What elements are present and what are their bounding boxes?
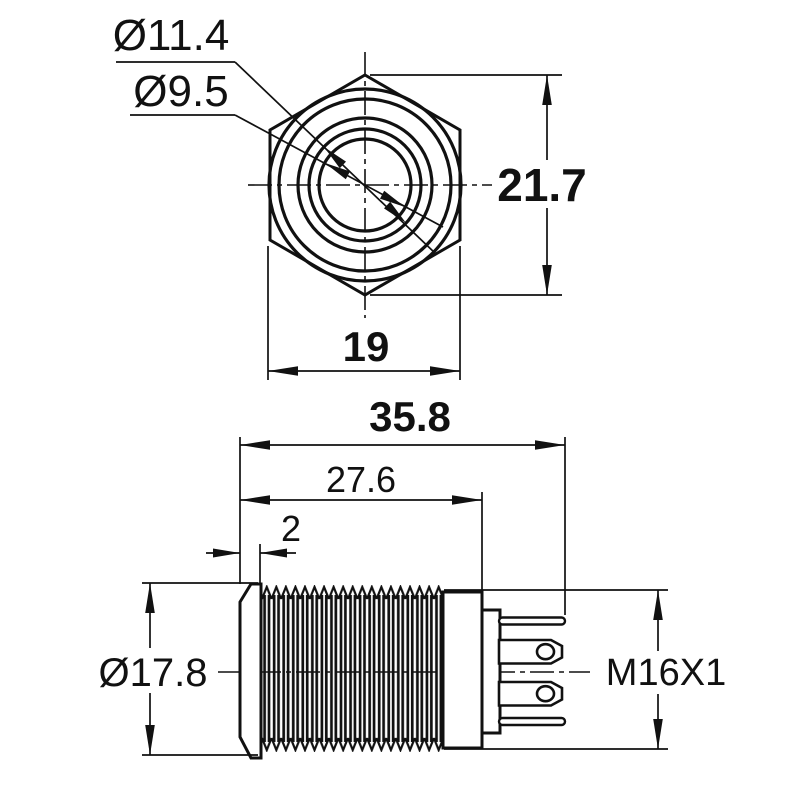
dim-thread-spec: M16X1 xyxy=(444,589,736,750)
dim-dia-9-5: Ø9.5 xyxy=(130,67,444,228)
dim-body-length: 27.6 xyxy=(240,459,483,592)
dim-bezel-diameter: Ø17.8 xyxy=(92,582,258,756)
dim-label-m16x1: M16X1 xyxy=(606,652,726,694)
circle-led-ring xyxy=(307,127,423,243)
dim-dia-11-4: Ø11.4 xyxy=(113,11,437,255)
dim-across-flats: 19 xyxy=(267,246,461,380)
threaded-body xyxy=(262,585,443,752)
terminal-pins xyxy=(497,616,567,727)
button-face-circles xyxy=(267,87,463,283)
side-view: 35.8 27.6 2 Ø17.8 xyxy=(92,393,736,760)
lug-upper-hole xyxy=(535,642,556,661)
dim-across-corners: 21.7 xyxy=(370,74,593,296)
circle-cap-edge xyxy=(296,116,434,254)
dim-label-19: 19 xyxy=(343,323,390,370)
pin-top xyxy=(497,616,567,626)
pin-bottom xyxy=(497,716,567,727)
rear-housing xyxy=(441,590,484,750)
top-view: Ø11.4 Ø9.5 21.7 19 xyxy=(113,11,593,380)
dim-bezel-thickness: 2 xyxy=(206,508,301,584)
circle-button-top xyxy=(317,137,413,233)
dim-label-dia-9-5: Ø9.5 xyxy=(133,67,228,116)
dim-label-dia-17-8: Ø17.8 xyxy=(99,651,208,695)
dim-label-35-8: 35.8 xyxy=(369,393,451,440)
dim-label-21-7: 21.7 xyxy=(497,159,587,211)
terminal-base xyxy=(480,608,502,735)
dim-total-length: 35.8 xyxy=(239,393,566,615)
circle-bezel xyxy=(277,97,453,273)
dim-label-dia-11-4: Ø11.4 xyxy=(113,11,230,60)
lug-lower-hole xyxy=(535,684,556,703)
dim-label-27-6: 27.6 xyxy=(326,459,396,500)
circle-inscribed xyxy=(267,87,463,283)
dim-label-2: 2 xyxy=(281,508,301,549)
bezel-flange xyxy=(238,582,263,760)
hex-nut-outline xyxy=(268,73,462,297)
